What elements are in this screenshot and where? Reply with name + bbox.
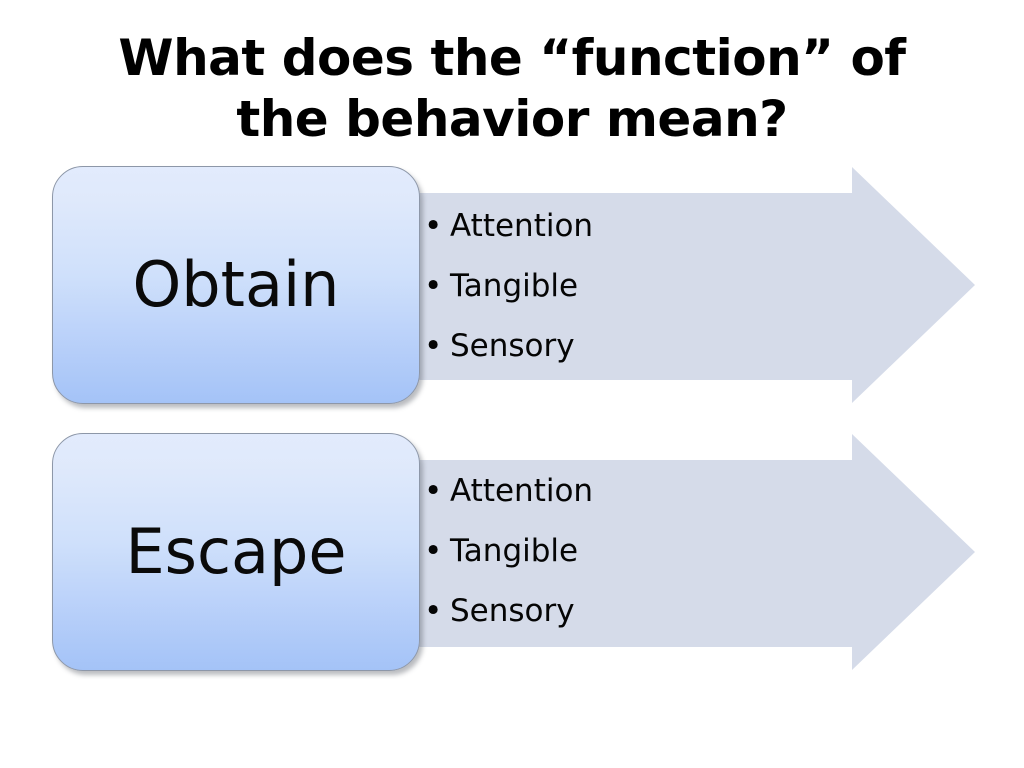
label-box-text: Escape (125, 515, 347, 588)
bullet-marker-icon: • (424, 268, 443, 304)
arrow-shape-row-1 (418, 160, 978, 410)
list-item: • Sensory (424, 581, 804, 641)
bullet-label: Attention (450, 473, 594, 509)
bullet-label: Sensory (450, 593, 575, 629)
bullet-marker-icon: • (424, 473, 443, 509)
bullet-label: Tangible (450, 533, 579, 569)
page-title: What does the “function” of the behavior… (118, 29, 906, 148)
label-box-escape: Escape (52, 433, 420, 671)
label-box-text: Obtain (132, 248, 340, 321)
right-arrow-icon (418, 434, 975, 670)
arrow-shape-row-2 (418, 427, 978, 677)
right-arrow-icon (418, 167, 975, 403)
label-box-obtain: Obtain (52, 166, 420, 404)
bullet-list-row-1: • Attention • Tangible • Sensory (424, 196, 804, 376)
bullet-label: Tangible (450, 268, 579, 304)
list-item: • Attention (424, 461, 804, 521)
bullet-label: Sensory (450, 328, 575, 364)
bullet-marker-icon: • (424, 533, 443, 569)
list-item: • Sensory (424, 316, 804, 376)
bullet-marker-icon: • (424, 328, 443, 364)
list-item: • Attention (424, 196, 804, 256)
bullet-marker-icon: • (424, 208, 443, 244)
bullet-marker-icon: • (424, 593, 443, 629)
bullet-label: Attention (450, 208, 594, 244)
list-item: • Tangible (424, 521, 804, 581)
bullet-list-row-2: • Attention • Tangible • Sensory (424, 461, 804, 641)
list-item: • Tangible (424, 256, 804, 316)
